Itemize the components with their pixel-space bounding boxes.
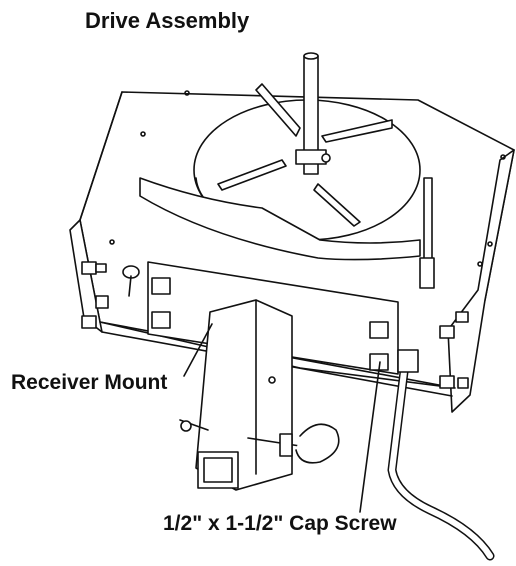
receiver-mount-label: Receiver Mount (10, 371, 169, 394)
cap-screw-label: 1/2" x 1-1/2" Cap Screw (162, 512, 398, 535)
fin (217, 159, 287, 191)
cable (387, 349, 495, 561)
deflector (139, 177, 421, 261)
housing-right-wall (447, 149, 515, 413)
fin (321, 119, 393, 143)
fin (255, 83, 301, 137)
receiver-tube (179, 299, 340, 491)
page-title: Drive Assembly (85, 8, 250, 33)
spinner-disc (139, 52, 421, 261)
fin (313, 183, 361, 227)
hitch-clip (295, 423, 340, 464)
rod (419, 177, 435, 289)
cap-screw-leader (359, 361, 381, 513)
switch (122, 265, 140, 297)
side-bolts (81, 261, 469, 389)
receiver-mount-leader (183, 323, 213, 377)
